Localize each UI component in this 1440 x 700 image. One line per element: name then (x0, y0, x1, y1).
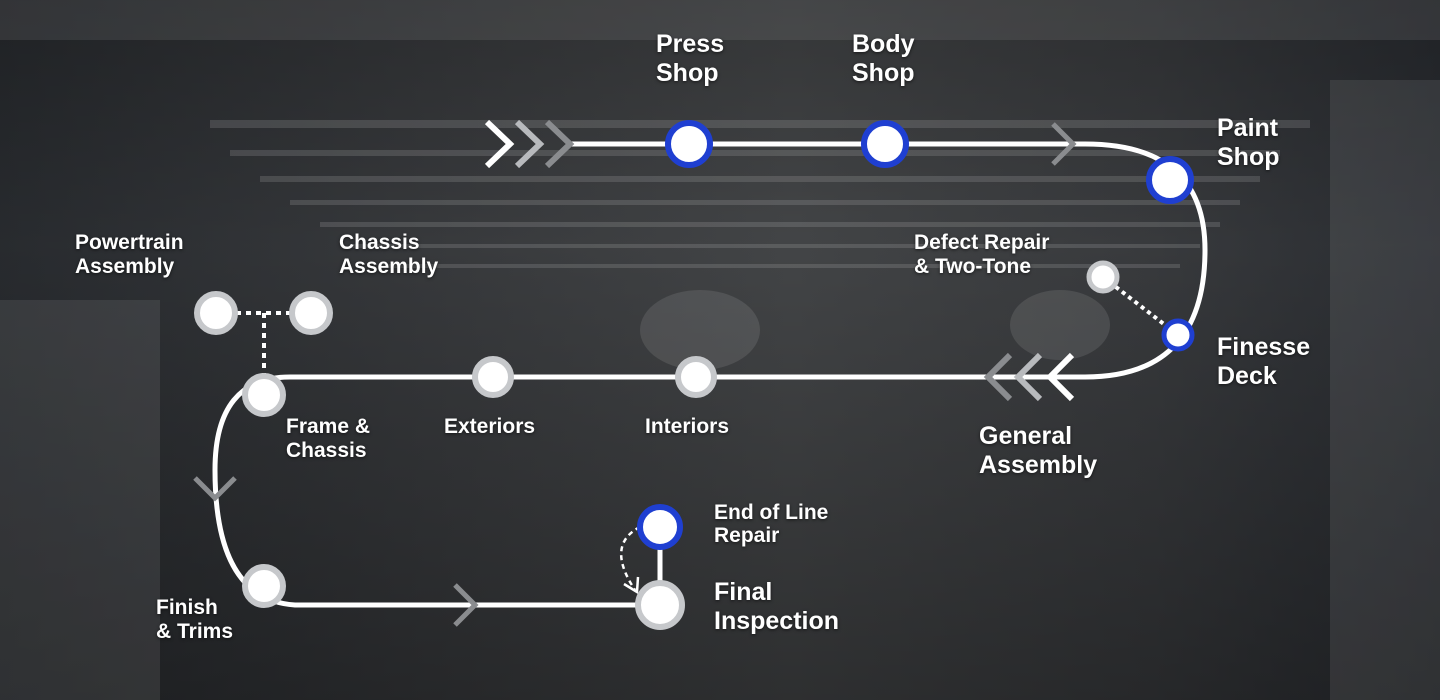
finesse-deck-label: Finesse Deck (1217, 333, 1311, 390)
frame-chassis-node (242, 373, 286, 417)
paint-shop-node (1146, 156, 1194, 204)
finesse-deck-node (1161, 318, 1195, 352)
interiors-node (675, 356, 717, 398)
finish-trims-label: Finish & Trims (156, 596, 234, 644)
chevron-left-icon (1045, 352, 1075, 402)
interiors-label: Interiors (645, 415, 730, 438)
finish-trims-node (242, 564, 286, 608)
chevron-right-icon (514, 119, 545, 169)
end-of-line-repair-label: End of Line Repair (714, 501, 829, 548)
chevron-right-icon (1051, 122, 1077, 166)
press-shop-label: Press Shop (656, 30, 725, 87)
final-inspection-label: Final Inspection (714, 578, 840, 635)
reinspection-arrow-head (623, 576, 640, 595)
powertrain-node (194, 291, 238, 335)
paint-shop-label: Paint Shop (1217, 114, 1280, 171)
chevron-left-icon (1013, 352, 1043, 402)
defect-repair-node (1086, 260, 1120, 294)
powertrain-assembly-label: Powertrain Assembly (75, 231, 184, 279)
frame-chassis-label: Frame & Chassis (286, 415, 371, 463)
defect-repair-label: Defect Repair & Two-Tone (914, 231, 1050, 279)
chevron-right-icon (544, 119, 575, 169)
press-shop-node (665, 120, 713, 168)
chevron-left-icon (983, 352, 1013, 402)
chevron-down-icon (193, 476, 237, 502)
exteriors-label: Exteriors (444, 415, 536, 438)
chassis-assembly-node (289, 291, 333, 335)
end-of-line-repair-node (637, 504, 683, 550)
chevron-right-icon (484, 119, 515, 169)
chevron-right-icon (453, 583, 479, 627)
body-shop-label: Body Shop (852, 30, 915, 87)
exteriors-node (472, 356, 514, 398)
general-assembly-label: General Assembly (979, 422, 1098, 479)
body-shop-node (861, 120, 909, 168)
reinspection-arrow (620, 525, 641, 591)
final-inspection-node (635, 580, 685, 630)
chassis-assembly-label: Chassis Assembly (339, 231, 439, 279)
